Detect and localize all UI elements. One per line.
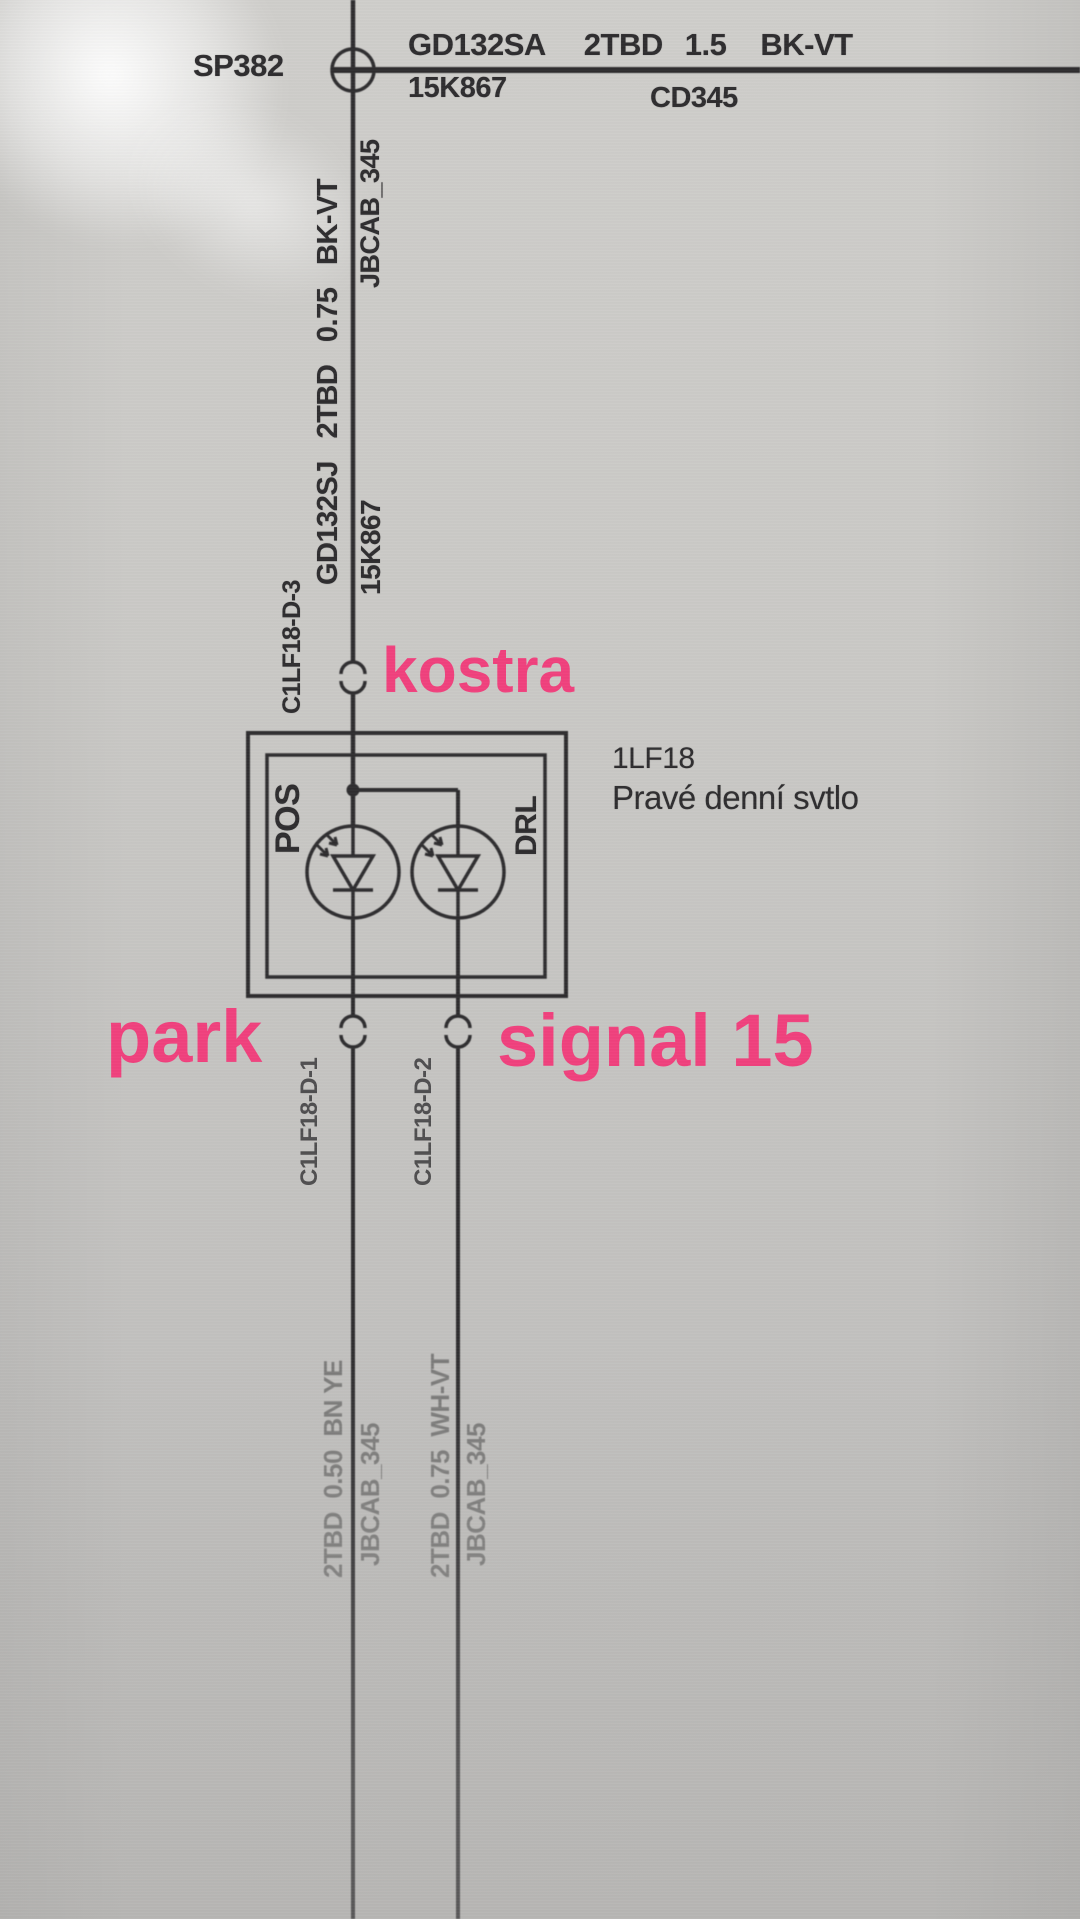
component-pin-drl-label: DRL [510, 795, 543, 856]
top-bus-circuit: 2TBD [583, 27, 663, 62]
top-bus-gauge: 1.5 [684, 27, 727, 62]
drop-wire-label: GD132SJ 2TBD 0.75 BK-VT [312, 178, 344, 585]
component-inner-box [265, 753, 547, 979]
top-bus-wire-color: BK-VT [760, 27, 853, 62]
led-diode [329, 826, 377, 918]
led-symbol-pos [305, 824, 401, 920]
drop-wire-ref: 15K867 [355, 499, 386, 595]
annotation-ground: kostra [382, 634, 575, 706]
connector-cup [339, 680, 367, 695]
inline-connector-left [339, 1014, 367, 1049]
top-bus-ref-left: 15K867 [408, 72, 507, 104]
signal-wire-harness: JBCAB_345 [461, 1423, 491, 1566]
led-diode [434, 826, 482, 918]
drop-wire-harness: JBCAB_345 [355, 139, 385, 288]
top-bus-wire-id: GD132SA [408, 27, 546, 62]
pin-label-d2: C1LF18-D-2 [410, 1057, 437, 1186]
connector-cup [339, 1034, 367, 1049]
component-name: Pravé denní svtlo [612, 779, 859, 816]
component-pin-pos-label: POS [269, 783, 307, 854]
inline-connector-top [339, 660, 367, 695]
signal-wire-label: 2TBD 0.75 WH-VT [425, 1353, 455, 1578]
annotation-signal: signal 15 [497, 999, 814, 1082]
component-outer-box [246, 731, 568, 998]
inline-connector-right [444, 1014, 472, 1049]
connector-cup [444, 1034, 472, 1049]
connector-cap [444, 1014, 472, 1029]
component-id: 1LF18 [612, 742, 695, 775]
top-bus-label-row: GD132SA 2TBD 1.5 BK-VT [408, 27, 853, 63]
splice-label: SP382 [193, 48, 284, 83]
park-wire-harness: JBCAB_345 [355, 1423, 385, 1566]
led-arrows [315, 832, 339, 858]
annotation-park: park [106, 995, 263, 1078]
park-wire-label: 2TBD 0.50 BN YE [318, 1360, 348, 1578]
connector-cap [339, 1014, 367, 1029]
led-symbol-drl [410, 824, 506, 920]
pin-label-d3: C1LF18-D-3 [278, 580, 306, 714]
top-bus-ref-right: CD345 [650, 82, 738, 114]
connector-cap [339, 660, 367, 675]
led-arrows [420, 832, 444, 858]
pin-label-d1: C1LF18-D-1 [296, 1057, 323, 1186]
